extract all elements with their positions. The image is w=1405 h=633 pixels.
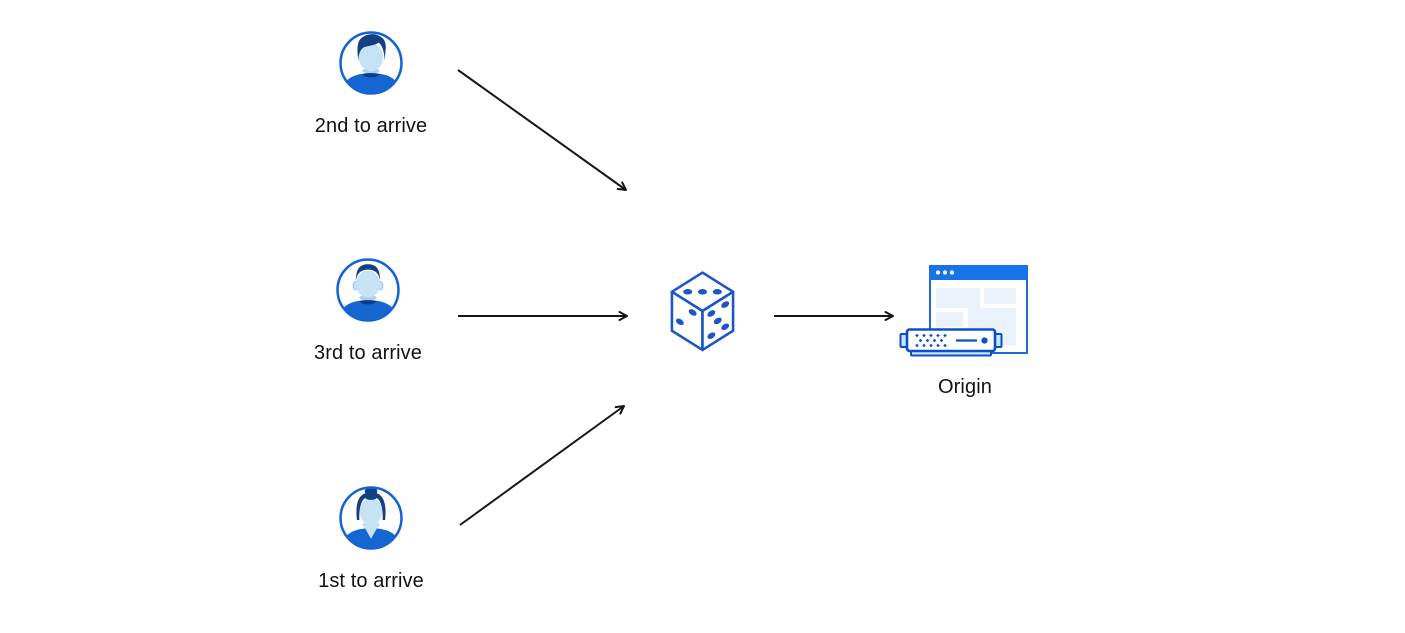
user-first-label: 1st to arrive [318,570,424,592]
user-second-label: 2nd to arrive [314,115,428,137]
user-avatar-female-bun-icon [339,486,403,550]
node-user-third: 3rd to arrive [303,257,433,363]
node-dice [667,266,738,358]
user-avatar-male-shorthair-icon [336,258,400,322]
node-origin: Origin [897,256,1033,397]
origin-label: Origin [938,376,992,398]
node-user-second: 2nd to arrive [306,30,436,136]
origin-server-icon [899,265,1028,357]
server-box-icon [899,328,1003,357]
arrow-user-second-to-dice [457,69,627,191]
arrow-user-first-to-dice [459,405,625,526]
dice-icon [670,271,735,352]
node-user-first: 1st to arrive [306,485,436,591]
user-avatar-male-quiff-icon [339,31,403,95]
user-third-label: 3rd to arrive [313,342,422,364]
